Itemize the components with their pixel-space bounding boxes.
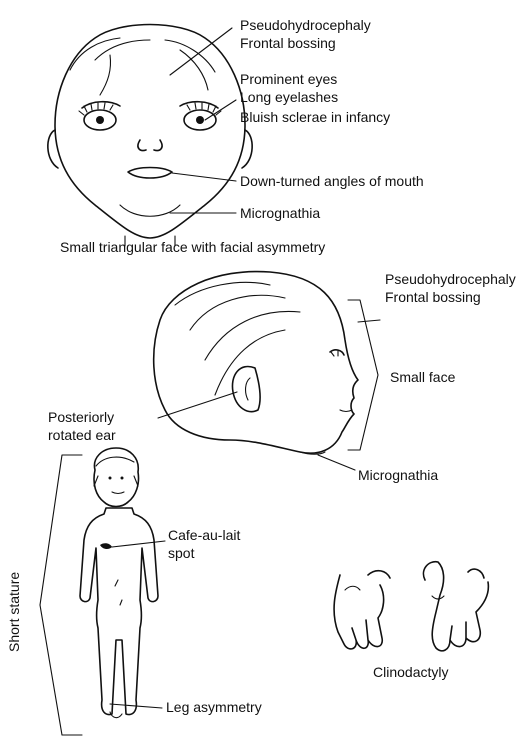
label-frontal-bossing-profile: Frontal bossing	[385, 289, 481, 306]
label-bluish-sclerae: Bluish sclerae in infancy	[240, 109, 390, 126]
label-short-stature: Short stature	[6, 572, 22, 652]
caption-clinodactyly: Clinodactyly	[373, 664, 448, 681]
label-ear-line1: Posteriorly	[48, 409, 114, 426]
label-long-eyelashes: Long eyelashes	[240, 89, 338, 106]
label-leg-asymmetry: Leg asymmetry	[166, 699, 262, 716]
label-small-face: Small face	[390, 369, 455, 386]
label-pseudohydrocephaly-front: Pseudohydrocephaly	[240, 17, 371, 34]
profile-head-drawing	[154, 272, 358, 455]
label-cafe-au-lait-line2: spot	[168, 545, 194, 562]
label-pseudohydrocephaly-profile: Pseudohydrocephaly	[385, 271, 516, 288]
label-micrognathia-front: Micrognathia	[240, 205, 320, 222]
label-prominent-eyes: Prominent eyes	[240, 71, 337, 88]
label-frontal-bossing-front: Frontal bossing	[240, 35, 336, 52]
label-cafe-au-lait-line1: Cafe-au-lait	[168, 527, 240, 544]
child-body-drawing	[40, 448, 158, 735]
caption-triangular-face: Small triangular face with facial asymme…	[60, 239, 325, 256]
label-ear-line2: rotated ear	[48, 427, 116, 444]
label-down-turned-mouth: Down-turned angles of mouth	[240, 173, 424, 190]
label-micrognathia-profile: Micrognathia	[358, 467, 438, 484]
hands-drawing	[334, 562, 488, 651]
